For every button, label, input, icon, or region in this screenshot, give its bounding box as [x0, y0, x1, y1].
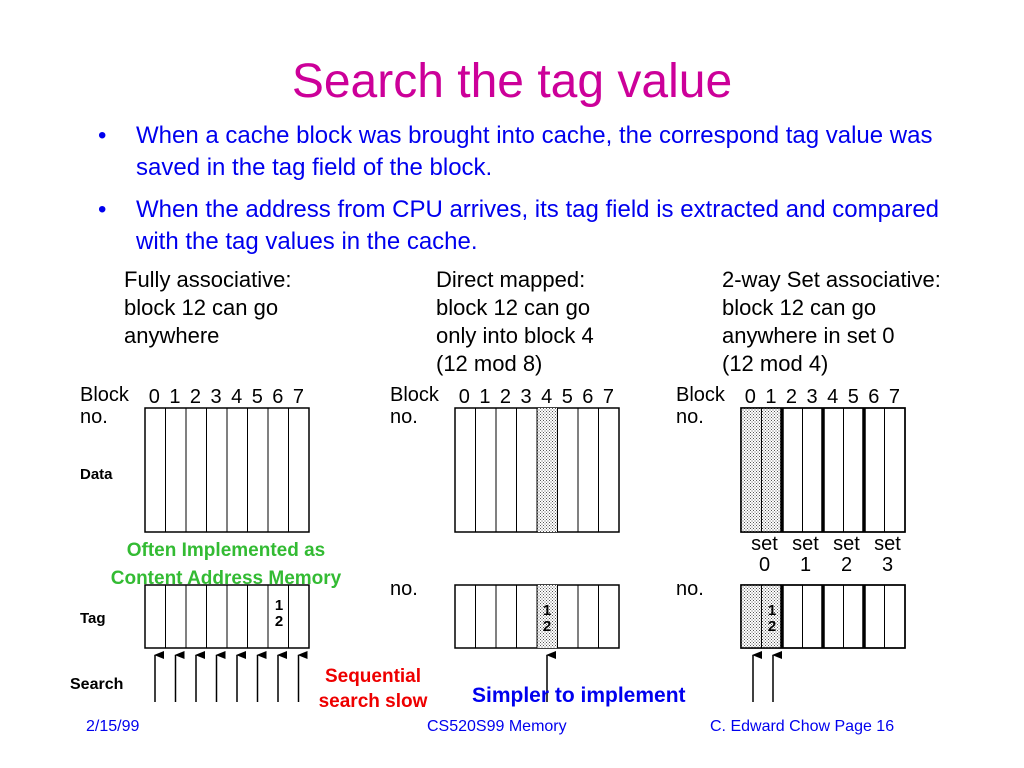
set-tag-cache	[740, 584, 906, 649]
footer-author-page: C. Edward Chow Page 16	[710, 718, 895, 735]
fully-block-label: Block no.	[80, 384, 129, 428]
set-tag-no-label: no.	[676, 578, 704, 600]
set-data-cache	[740, 407, 906, 533]
search-label: Search	[70, 676, 124, 693]
direct-tag-cache	[454, 584, 620, 649]
sequential-search-note: Sequential search slow	[318, 666, 428, 712]
bullet-text: When a cache block was brought into cach…	[136, 122, 933, 181]
set-block-label: Block no.	[676, 384, 725, 428]
tag-label: Tag	[80, 610, 106, 627]
slide-title: Search the tag value	[291, 55, 733, 108]
bullet-1: • When a cache block was brought into ca…	[98, 120, 978, 184]
fully-data-cache	[144, 407, 310, 533]
fully-search-arrows	[154, 651, 308, 702]
bullet-2: • When the address from CPU arrives, its…	[98, 194, 978, 258]
direct-mapped-caption: Direct mapped: block 12 can go only into…	[436, 267, 594, 376]
bullet-marker: •	[98, 196, 107, 223]
fully-associative-caption: Fully associative: block 12 can go anywh…	[124, 267, 292, 348]
direct-tag-no-label: no.	[390, 578, 418, 600]
data-label: Data	[80, 466, 113, 483]
direct-block-label: Block no.	[390, 384, 439, 428]
footer-course: CS520S99 Memory	[427, 718, 567, 735]
set-associative-caption: 2-way Set associative: block 12 can go a…	[722, 267, 941, 376]
bullet-text: When the address from CPU arrives, its t…	[136, 196, 940, 255]
fully-tag-cache	[144, 584, 310, 649]
bullet-marker: •	[98, 122, 107, 149]
direct-data-cache	[454, 407, 620, 533]
simpler-note: Simpler to implement	[472, 684, 686, 707]
footer-date: 2/15/99	[86, 718, 140, 735]
set-search-arrows	[752, 651, 782, 702]
cam-note: Often Implemented as Content Address Mem…	[110, 540, 342, 589]
